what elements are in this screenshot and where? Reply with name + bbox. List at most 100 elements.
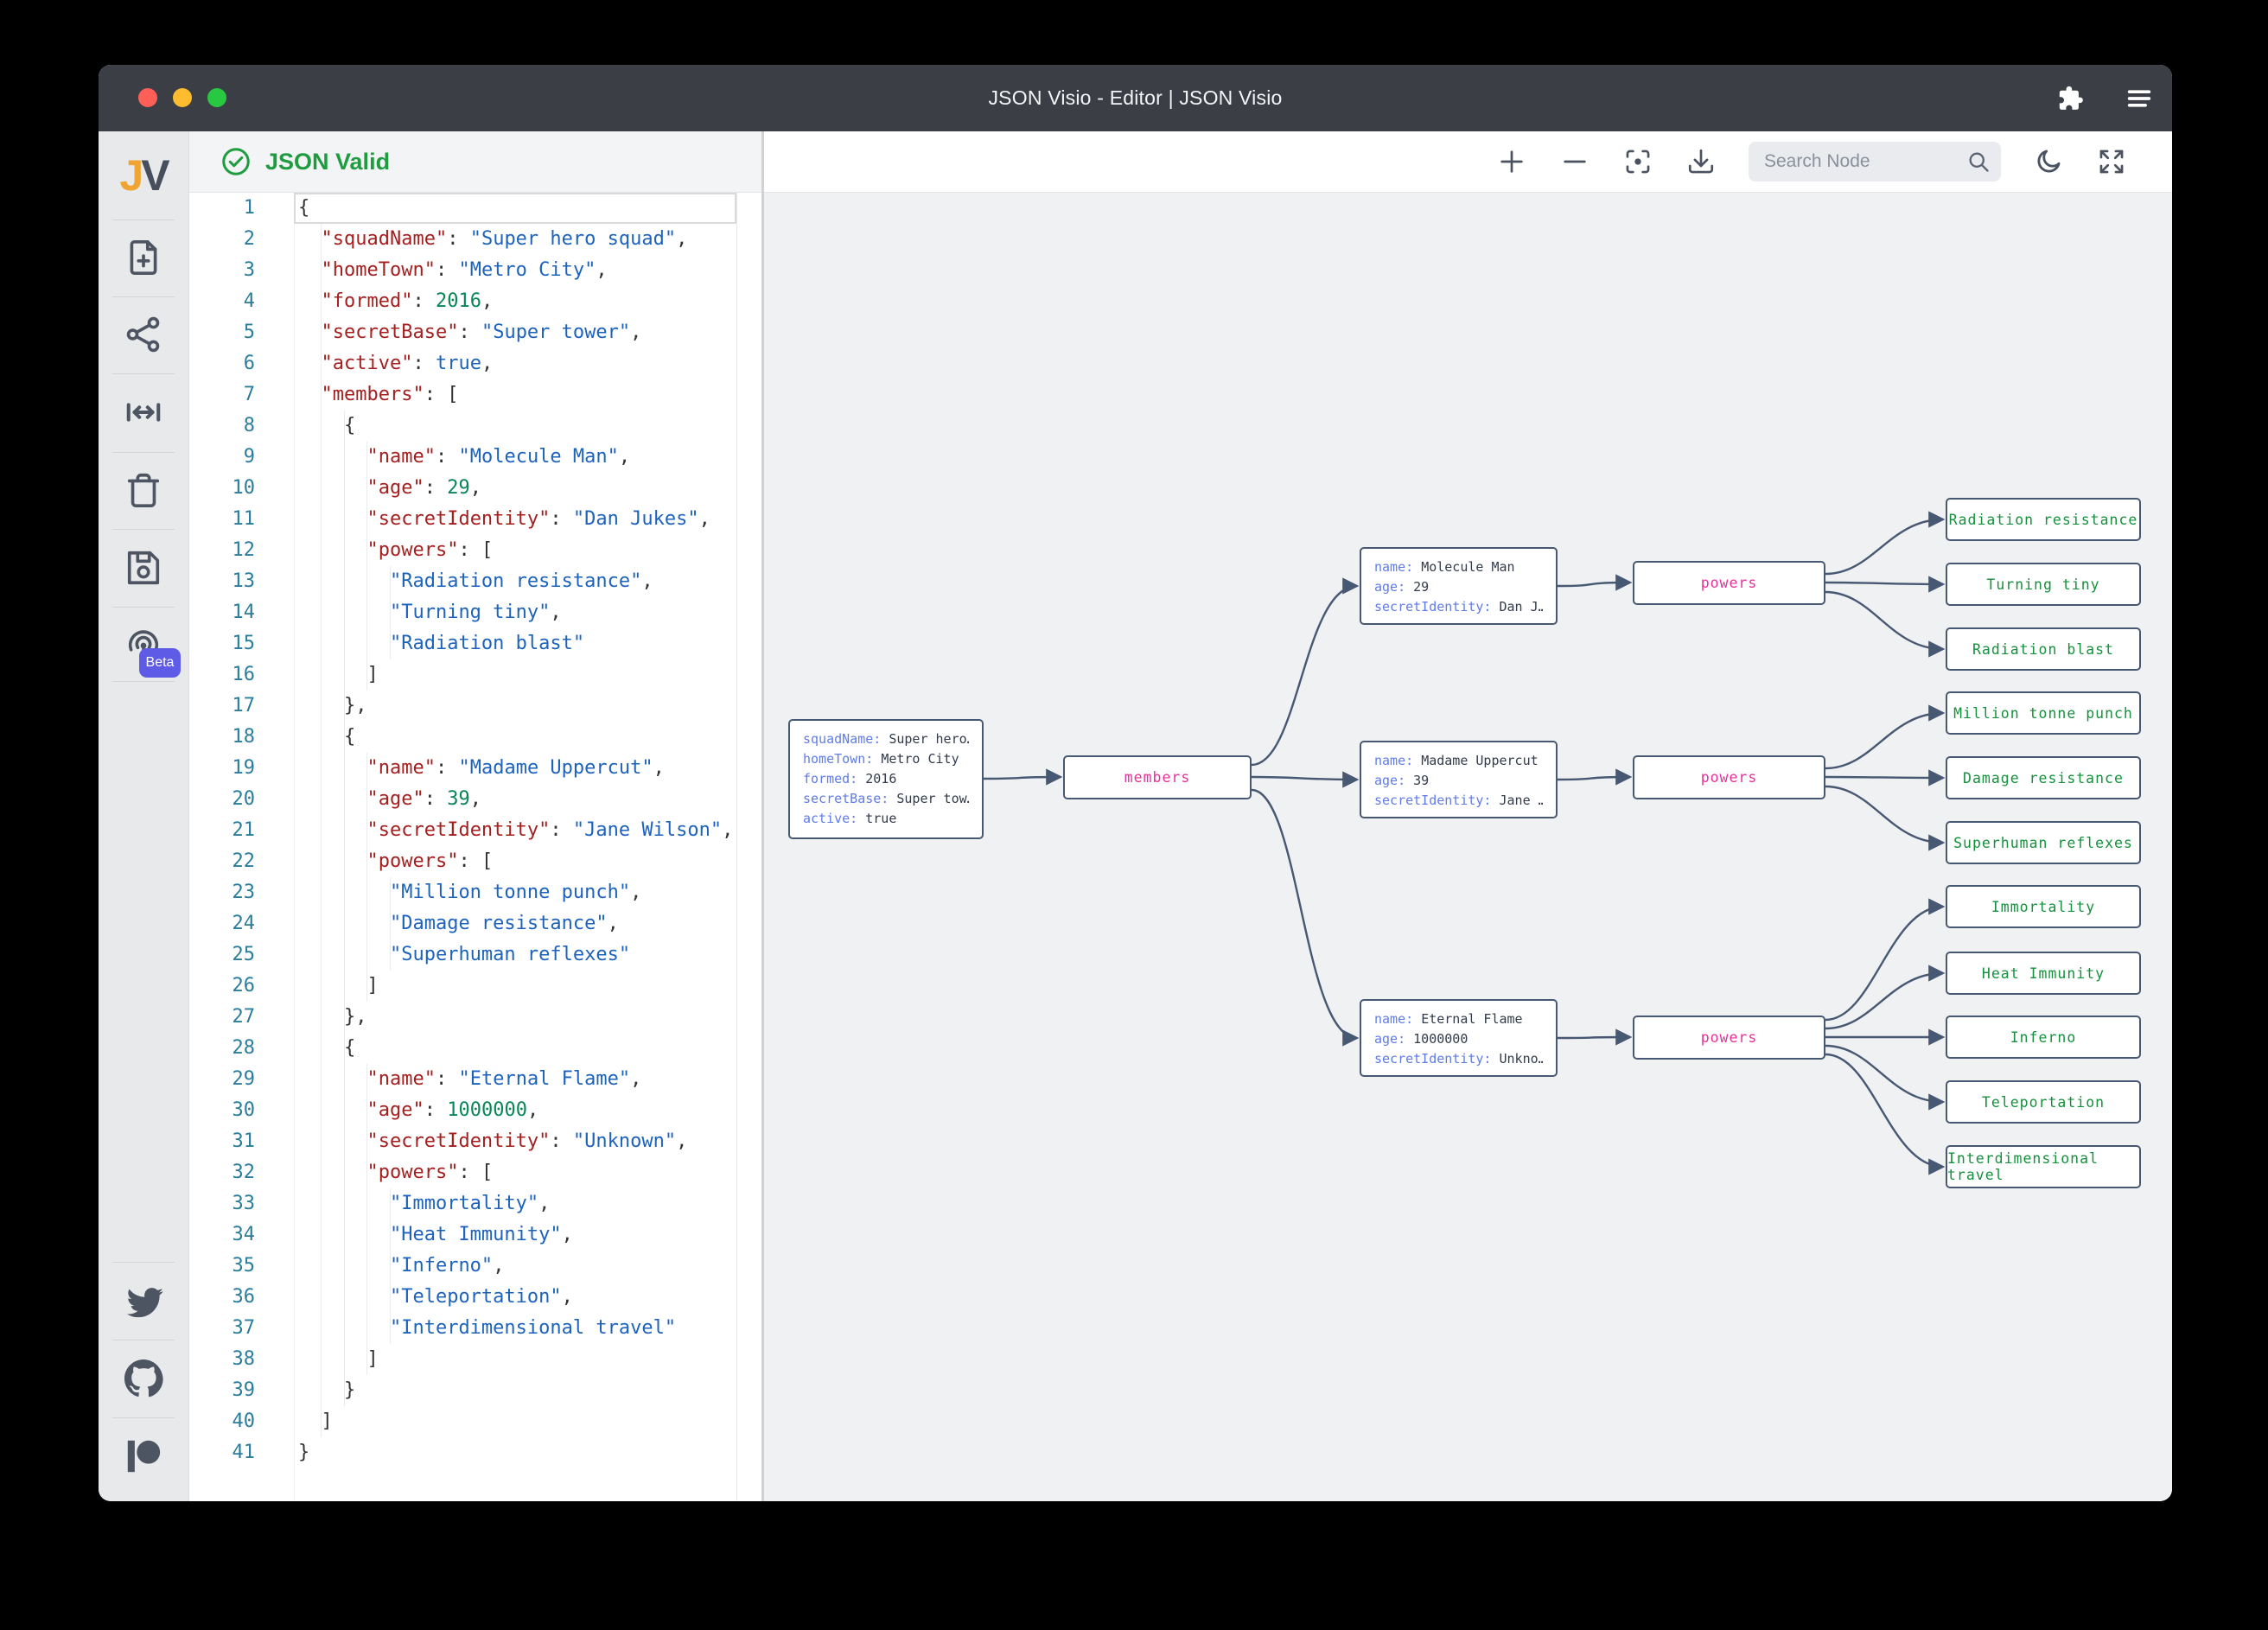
graph-panel[interactable]: squadName: Super hero…homeTown: Metro Ci… [764,131,2172,1501]
graph-node-leaf-1[interactable]: Radiation resistance [1946,498,2141,541]
code-editor[interactable]: 1{2 "squadName": "Super hero squad",3 "h… [189,193,761,1500]
patreon-link[interactable] [99,1428,188,1485]
editor-line: 34 "Heat Immunity", [189,1219,761,1251]
node-row: secretIdentity: Jane … [1374,793,1543,808]
editor-scrollbar-track[interactable] [736,193,761,1500]
divider [112,1417,175,1418]
zoom-in-button[interactable] [1496,146,1527,177]
graph-node-root[interactable]: squadName: Super hero…homeTown: Metro Ci… [788,719,984,839]
line-code: "homeTown": "Metro City", [321,259,608,281]
dark-mode-toggle[interactable] [2033,146,2064,177]
graph-edge [1825,785,1946,851]
trash-icon [127,473,160,508]
graph-edge [1251,788,1360,1047]
editor-line: 6 "active": true, [189,348,761,379]
new-document-button[interactable] [99,229,188,286]
current-line-highlight [294,193,736,224]
moon-icon [2037,150,2061,173]
line-code: ] [298,1348,379,1370]
line-code: "Radiation resistance", [389,570,653,592]
graph-node-leaf-6[interactable]: Superhuman reflexes [1946,821,2141,864]
node-label: Teleportation [1981,1093,2106,1111]
graph-node-powers-1[interactable]: powers [1633,561,1825,605]
line-code: "Inferno", [389,1255,505,1277]
editor-line: 7 "members": [ [189,379,761,411]
graph-edge [1825,576,1946,593]
line-number: 10 [232,477,256,499]
editor-line: 12 "powers": [ [189,535,761,566]
editor-line: 22 "powers": [ [189,846,761,877]
editor-line: 25 "Superhuman reflexes" [189,939,761,971]
divider [112,296,175,297]
menu-hamburger-icon[interactable] [2125,84,2154,113]
search-icon [1969,152,1989,172]
line-code: "age": 29, [366,477,481,499]
line-number: 3 [243,259,255,281]
fit-width-button[interactable] [99,384,188,441]
graph-node-leaf-2[interactable]: Turning tiny [1946,563,2141,606]
line-code: "Superhuman reflexes" [389,944,631,965]
graph-node-leaf-3[interactable]: Radiation blast [1946,627,2141,671]
minimize-window-button[interactable] [173,88,192,107]
line-code: "squadName": "Super hero squad", [321,228,688,250]
zoom-out-button[interactable] [1559,146,1590,177]
panel-resize-handle[interactable] [761,131,764,1501]
editor-line: 5 "secretBase": "Super tower", [189,317,761,348]
twitter-icon [126,1288,163,1318]
graph-node-members[interactable]: members [1063,755,1252,799]
editor-line: 19 "name": "Madame Uppercut", [189,753,761,784]
node-label: Superhuman reflexes [1953,834,2133,851]
validation-header: JSON Valid [189,131,761,193]
indent-guide [366,1064,368,1375]
editor-line: 39 } [189,1375,761,1406]
node-row: age: 1000000 [1374,1031,1468,1047]
extension-puzzle-icon[interactable] [2055,84,2085,113]
graph-node-leaf-5[interactable]: Damage resistance [1946,756,2141,799]
window-title: JSON Visio - Editor | JSON Visio [988,86,1283,109]
file-plus-icon [130,239,157,276]
logo-j: J [119,151,143,200]
center-graph-button[interactable] [1622,146,1653,177]
graph-edge [1825,590,1946,658]
editor-line: 38 ] [189,1344,761,1375]
graph-node-powers-3[interactable]: powers [1633,1016,1825,1060]
line-code: "Damage resistance", [389,913,619,934]
line-number: 22 [232,850,256,872]
search-input[interactable] [1749,142,2001,181]
clear-json-button[interactable] [99,462,188,519]
fullscreen-button[interactable] [2096,146,2127,177]
share-graph-button[interactable] [99,306,188,363]
graph-node-powers-2[interactable]: powers [1633,755,1825,799]
app-logo[interactable]: JV [99,150,188,201]
line-number: 12 [232,539,256,561]
graph-edge [1825,965,1946,1030]
graph-node-leaf-8[interactable]: Heat Immunity [1946,952,2141,995]
graph-node-leaf-11[interactable]: Interdimensional travel [1946,1145,2141,1188]
editor-line: 33 "Immortality", [189,1188,761,1219]
close-window-button[interactable] [138,88,157,107]
github-link[interactable] [99,1350,188,1407]
line-number: 17 [232,695,256,716]
graph-node-leaf-4[interactable]: Million tonne punch [1946,691,2141,735]
plus-icon [1500,150,1523,173]
line-number: 18 [232,726,256,748]
line-number: 36 [232,1286,256,1308]
graph-node-leaf-10[interactable]: Teleportation [1946,1080,2141,1124]
line-code: "Heat Immunity", [389,1224,573,1245]
minus-icon [1564,160,1586,163]
node-label: powers [1700,769,1758,786]
check-circle-icon [222,148,250,175]
download-image-button[interactable] [1685,146,1717,177]
logo-v: V [141,151,169,200]
maximize-window-button[interactable] [207,88,226,107]
twitter-link[interactable] [99,1272,188,1329]
line-code: } [298,1379,356,1401]
editor-line: 20 "age": 39, [189,784,761,815]
graph-node-leaf-9[interactable]: Inferno [1946,1016,2141,1059]
save-json-button[interactable] [99,539,188,596]
line-code: } [298,1442,310,1463]
graph-node-leaf-7[interactable]: Immortality [1946,885,2141,928]
